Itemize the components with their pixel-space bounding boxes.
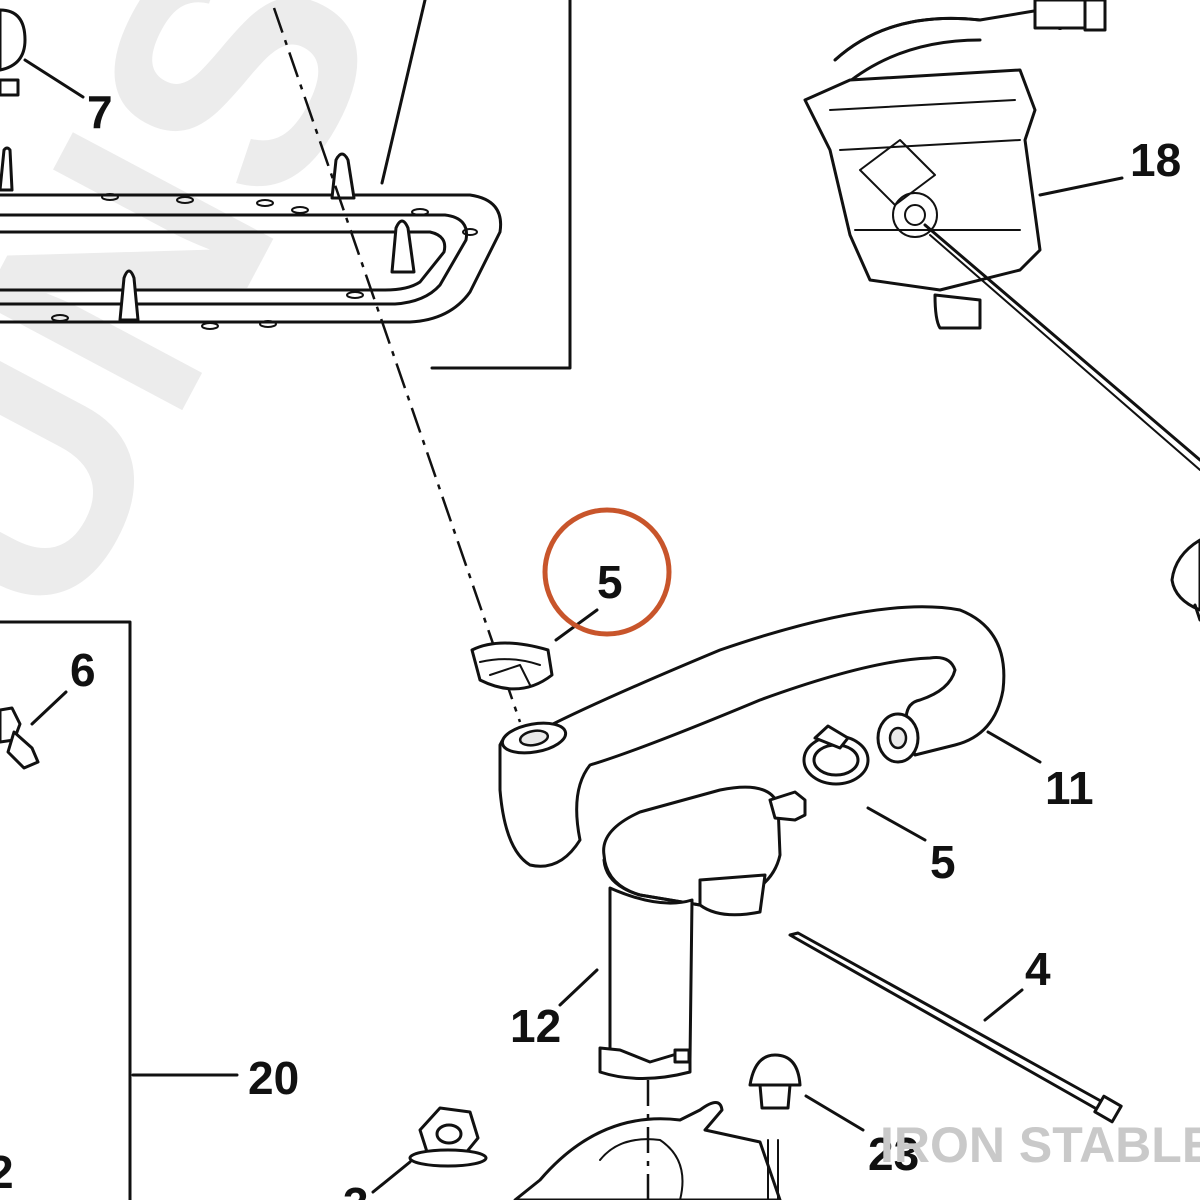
leader-lines	[23, 58, 1124, 1194]
stud-6	[0, 706, 40, 770]
grommet	[748, 1053, 802, 1110]
callout-7: 7	[87, 86, 113, 138]
bottom-bracket	[513, 1080, 782, 1200]
gasket-assembly	[0, 0, 572, 370]
hose-clamp-lower	[802, 724, 870, 786]
brand-watermark: IRON STABLE	[880, 1117, 1200, 1173]
hose-clamp-upper	[470, 641, 554, 691]
fuel-sending-unit	[803, 0, 1200, 622]
callout-6: 6	[70, 644, 96, 696]
callout-5b: 5	[930, 836, 956, 888]
callouts: 7 18 5 6 11 5 4 12 20 23 2 3	[0, 86, 1181, 1200]
assembly-line	[272, 7, 522, 723]
callout-20: 20	[248, 1052, 299, 1104]
callout-18: 18	[1130, 134, 1181, 186]
highlight-circle	[542, 507, 672, 637]
callout-3: 3	[343, 1178, 369, 1200]
callout-23: 23	[868, 1128, 919, 1180]
callout-2: 2	[0, 1146, 14, 1198]
callout-12: 12	[510, 1000, 561, 1052]
callout-5a: 5	[597, 556, 623, 608]
cable-tie	[788, 931, 1123, 1124]
callout-4: 4	[1025, 943, 1051, 995]
vent-hose	[498, 605, 1006, 868]
vapor-valve	[598, 785, 807, 1080]
callout-11: 11	[1045, 762, 1094, 814]
hex-nut	[408, 1106, 488, 1168]
frame-20	[0, 620, 132, 1200]
